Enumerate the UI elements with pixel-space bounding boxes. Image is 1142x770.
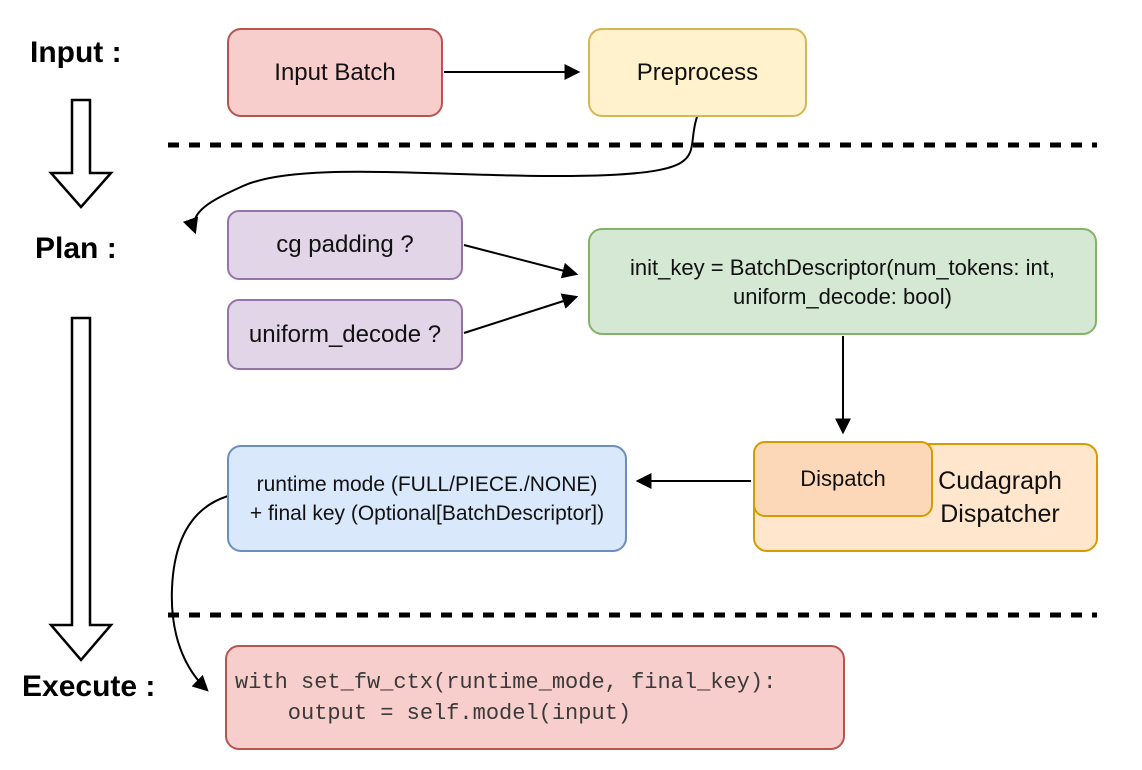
node-runtime-result: runtime mode (FULL/PIECE./NONE) + final … bbox=[227, 445, 627, 552]
node-runtime-line1: runtime mode (FULL/PIECE./NONE) bbox=[256, 472, 598, 496]
node-init-key-line2: uniform_decode: bool) bbox=[733, 283, 952, 309]
connector-cgpadding-to-initkey bbox=[463, 244, 579, 279]
node-uniform-decode-label: uniform_decode ? bbox=[248, 320, 442, 348]
node-execute-code: with set_fw_ctx(runtime_mode, final_key)… bbox=[225, 645, 845, 750]
node-preprocess-label: Preprocess bbox=[636, 58, 759, 86]
node-cg-padding: cg padding ? bbox=[227, 210, 463, 280]
stage-label-execute: Execute : bbox=[22, 670, 156, 703]
node-cudagraph-line2: Dispatcher bbox=[940, 499, 1060, 528]
node-runtime-line2: + final key (Optional[BatchDescriptor]) bbox=[249, 501, 605, 525]
node-cudagraph-dispatcher-label: Cudagraph Dispatcher bbox=[912, 465, 1088, 531]
connector-preprocess-to-cgpadding bbox=[182, 116, 698, 235]
connector-runtime-to-execute bbox=[170, 495, 229, 692]
stage-label-plan: Plan : bbox=[35, 232, 117, 265]
node-init-key-line1: init_key = BatchDescriptor(num_tokens: i… bbox=[630, 254, 1055, 280]
stage-arrow-input-to-plan-icon bbox=[48, 98, 114, 209]
execute-code-line2: output = self.model(input) bbox=[235, 700, 632, 726]
node-cudagraph-line1: Cudagraph bbox=[938, 466, 1062, 495]
stage-arrow-plan-to-execute-icon bbox=[48, 316, 114, 662]
node-input-batch-label: Input Batch bbox=[274, 58, 396, 86]
node-cg-padding-label: cg padding ? bbox=[276, 231, 414, 258]
node-uniform-decode: uniform_decode ? bbox=[227, 299, 463, 370]
node-dispatch: Dispatch bbox=[753, 441, 933, 517]
node-preprocess: Preprocess bbox=[588, 28, 807, 117]
node-input-batch: Input Batch bbox=[227, 28, 443, 117]
node-init-key: init_key = BatchDescriptor(num_tokens: i… bbox=[588, 228, 1097, 335]
node-dispatch-label: Dispatch bbox=[800, 466, 886, 492]
stage-label-input: Input : bbox=[30, 36, 122, 69]
connector-uniformdecode-to-initkey bbox=[463, 293, 579, 334]
execute-code-line1: with set_fw_ctx(runtime_mode, final_key)… bbox=[235, 669, 777, 695]
